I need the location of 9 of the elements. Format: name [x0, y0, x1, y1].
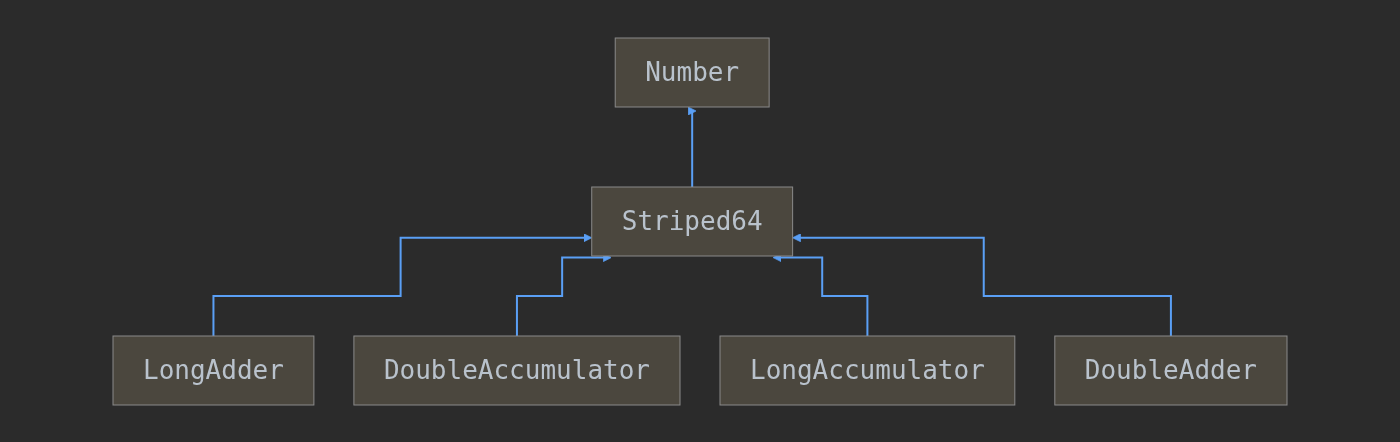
node-box: DoubleAccumulator — [353, 335, 681, 405]
arrow — [687, 106, 697, 188]
node-box: LongAdder — [112, 335, 315, 405]
node-box: LongAccumulator — [719, 335, 1016, 405]
arrow — [792, 232, 1172, 337]
node-box: DoubleAdder — [1054, 335, 1288, 405]
node-box: Striped64 — [591, 186, 794, 256]
node-box: Number — [614, 37, 770, 107]
arrow — [212, 232, 593, 337]
